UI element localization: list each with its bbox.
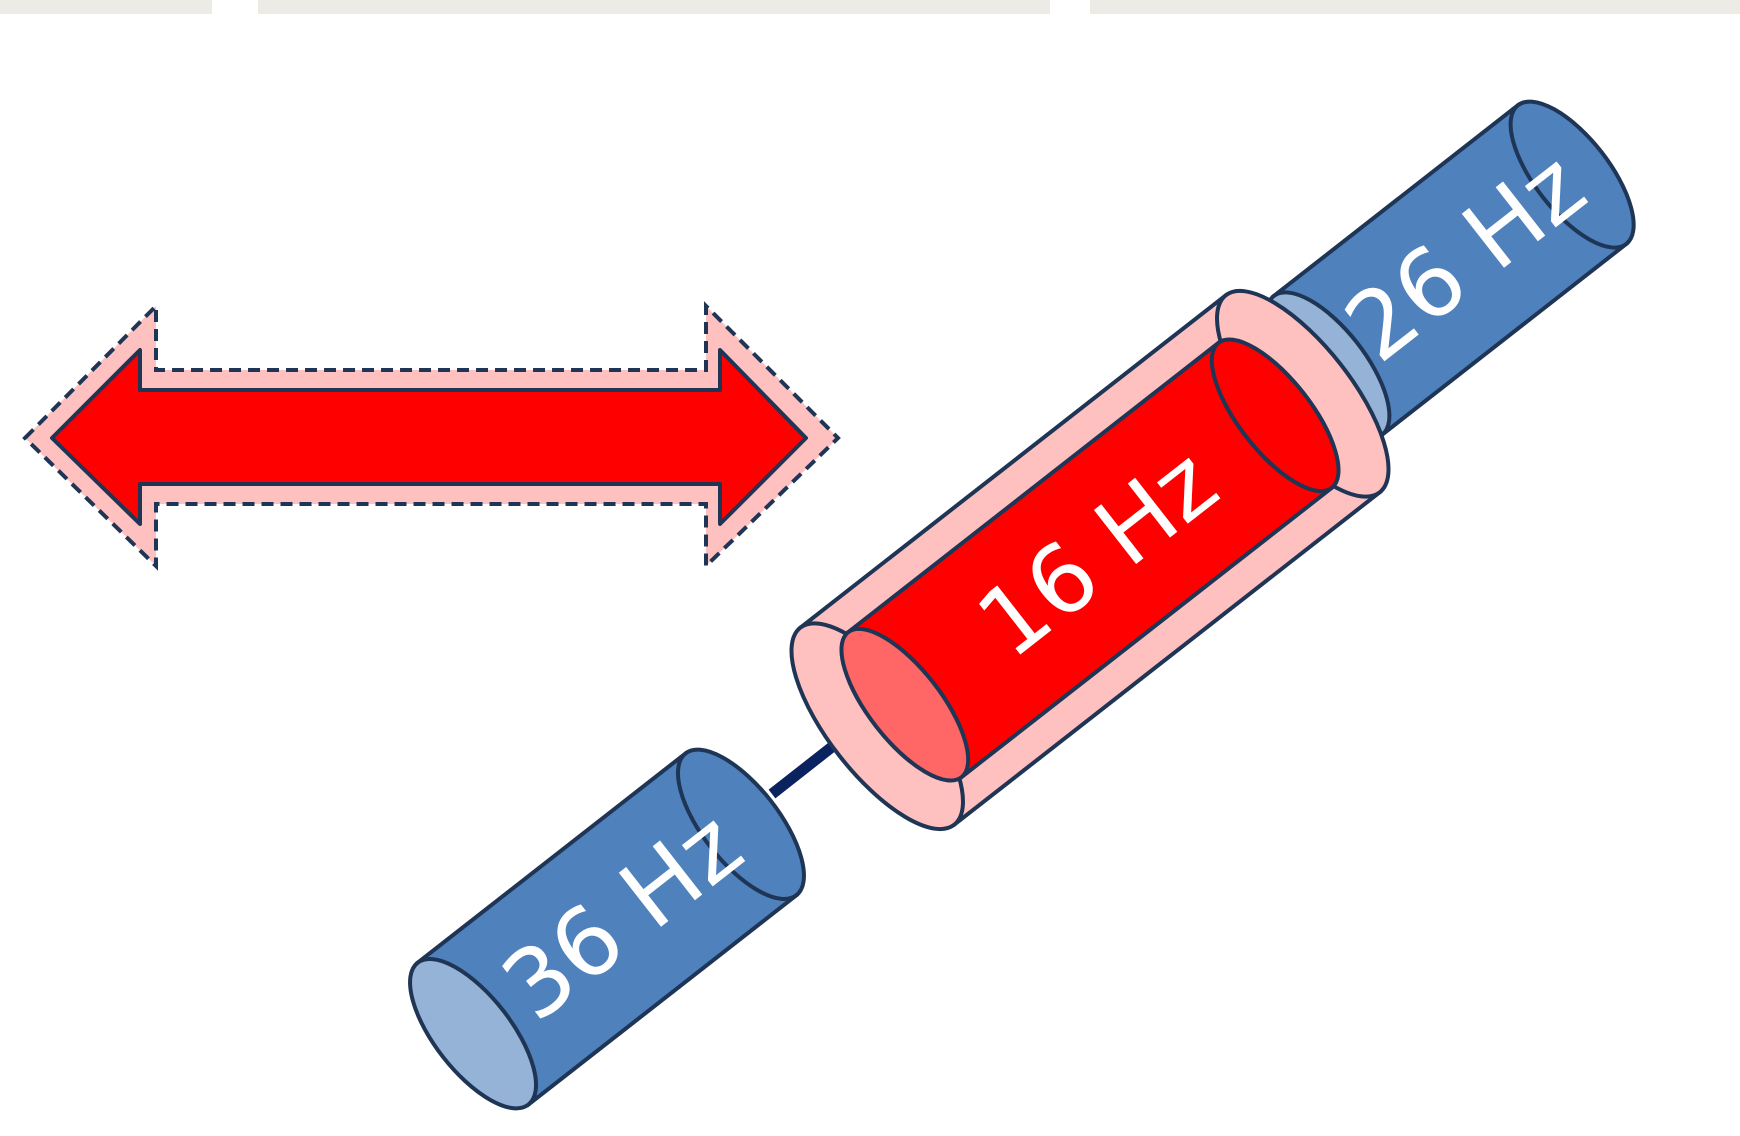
cylinder-bottom: 36 Hz bbox=[408, 747, 806, 1111]
top-strip-right bbox=[1090, 0, 1740, 14]
top-strip-center bbox=[258, 0, 1050, 14]
double-arrow-icon bbox=[50, 348, 808, 526]
top-strip-left bbox=[0, 0, 212, 14]
cylinder-middle: 16 Hz bbox=[789, 288, 1391, 832]
